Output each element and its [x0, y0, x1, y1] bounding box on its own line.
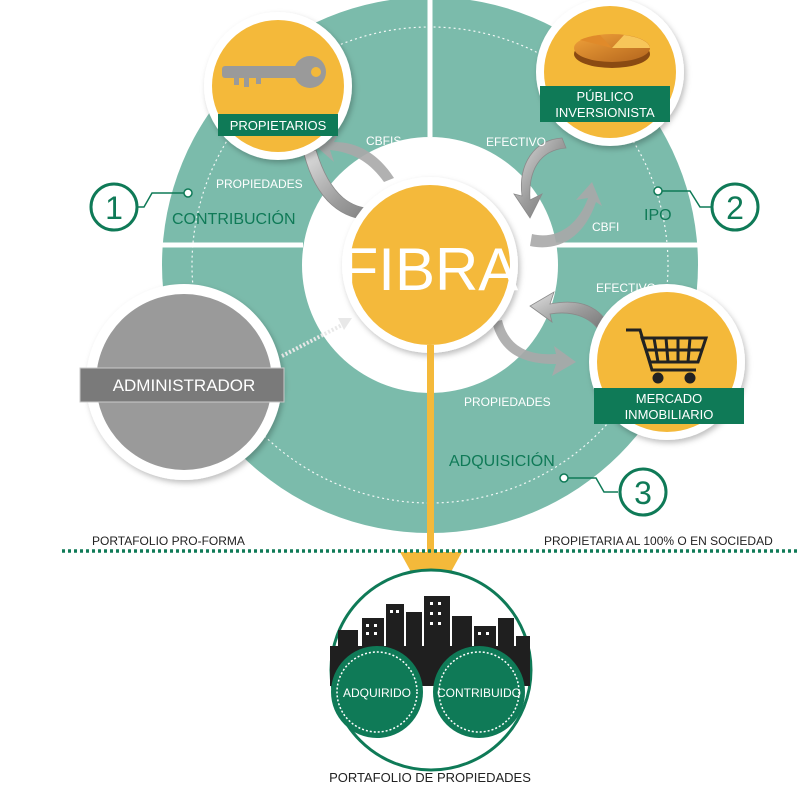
portfolio-title: PORTAFOLIO DE PROPIEDADES — [329, 770, 531, 785]
propietarios-label: PROPIETARIOS — [230, 118, 327, 133]
mercado-inmobiliario-node: MERCADO INMOBILIARIO — [589, 284, 745, 440]
step-2: 2 — [653, 182, 760, 232]
left-caption: PORTAFOLIO PRO-FORMA — [92, 534, 245, 548]
mercado-label-line1: MERCADO — [636, 391, 702, 406]
arrow-fibra-to-propietarios — [318, 134, 394, 182]
key-icon — [222, 56, 326, 88]
propietarios-node: PROPIETARIOS — [204, 12, 352, 160]
publico-label-line1: PÚBLICO — [576, 89, 633, 104]
section-adquisicion: ADQUISICIÓN — [449, 451, 555, 470]
publico-label-line2: INVERSIONISTA — [555, 105, 655, 120]
step-3-number: 3 — [634, 475, 652, 511]
section-contribucion: CONTRIBUCIÓN — [172, 209, 296, 228]
flow-label-propiedades-market: PROPIEDADES — [464, 395, 551, 409]
step-1: 1 — [89, 182, 193, 232]
arrow-publico-to-fibra — [513, 137, 567, 219]
flow-label-efectivo-ipo: EFECTIVO — [486, 135, 546, 149]
arrow-fibra-to-mercado — [492, 320, 576, 376]
flow-label-efectivo-market: EFECTIVO — [596, 281, 656, 295]
right-caption: PROPIETARIA AL 100% O EN SOCIEDAD — [544, 534, 773, 548]
shopping-cart-icon — [626, 328, 709, 384]
publico-inversionista-node: PÚBLICO INVERSIONISTA — [536, 0, 684, 146]
pie-chart-icon — [574, 34, 650, 68]
step-3: 3 — [559, 467, 668, 517]
fibra-node — [342, 177, 518, 353]
flow-label-cbfis: CBFIS — [366, 134, 401, 148]
flow-label-propiedades-contrib: PROPIEDADES — [216, 177, 303, 191]
mercado-label-line2: INMOBILIARIO — [625, 407, 714, 422]
portfolio-circle: ADQUIRIDO CONTRIBUIDO — [329, 568, 533, 772]
fibra-title: FIBRA — [342, 236, 519, 303]
administrador-label: ADMINISTRADOR — [113, 376, 256, 395]
section-ipo: IPO — [644, 207, 672, 224]
adquirido-label: ADQUIRIDO — [343, 686, 411, 700]
contribuido-label: CONTRIBUIDO — [437, 686, 521, 700]
step-1-number: 1 — [105, 190, 123, 226]
administrador-node: ADMINISTRADOR — [79, 284, 285, 480]
flow-label-cbfi: CBFI — [592, 220, 619, 234]
arrow-fibra-to-publico — [530, 182, 602, 248]
step-2-number: 2 — [726, 190, 744, 226]
